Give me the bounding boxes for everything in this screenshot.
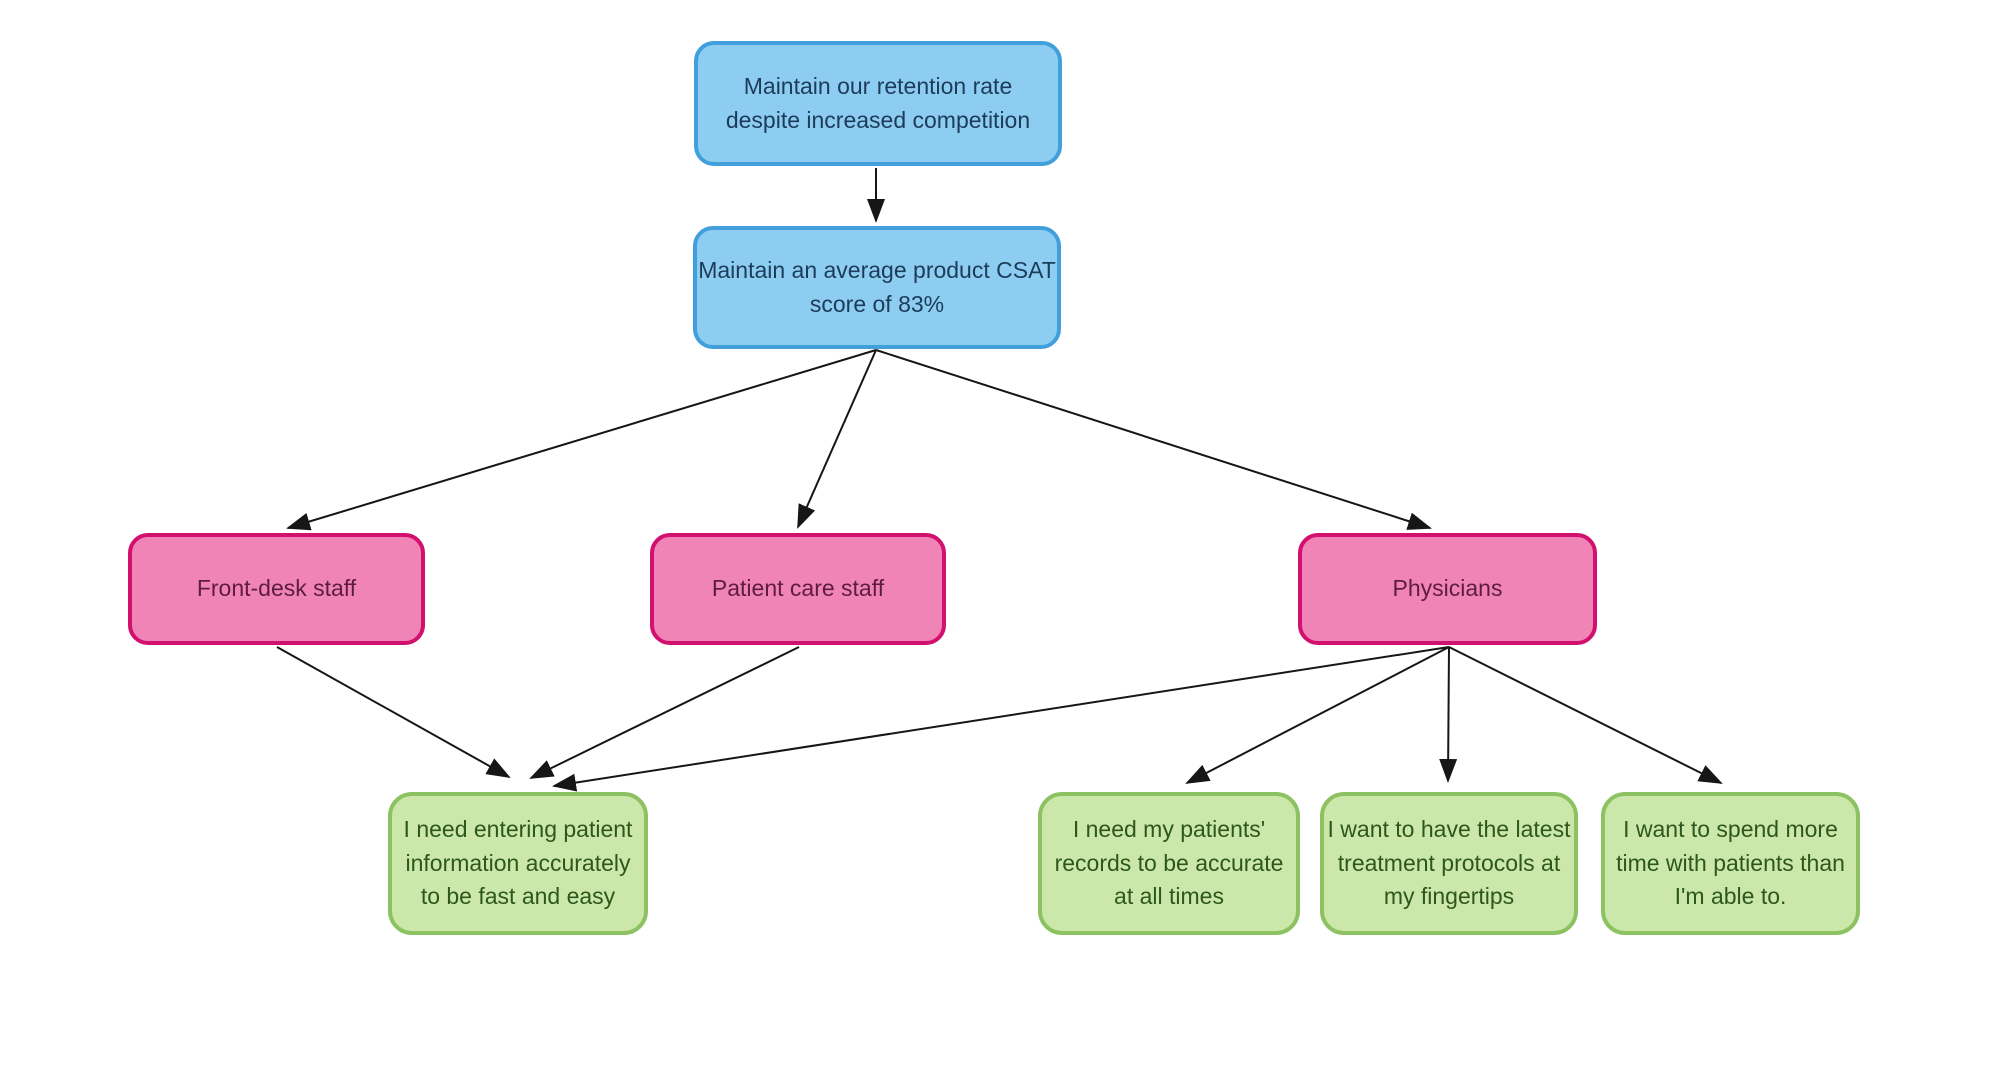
node-patient-care-staff: Patient care staff (650, 533, 946, 645)
node-label: Physicians (1392, 575, 1503, 602)
edge-physicians-to-latest-protocols (1439, 646, 1458, 783)
node-need-latest-protocols: I want to have the latest treatment prot… (1320, 792, 1578, 935)
node-front-desk-staff: Front-desk staff (128, 533, 425, 645)
edge-csat-to-patient-care (797, 349, 877, 529)
node-physicians: Physicians (1298, 533, 1597, 645)
edge-csat-to-front-desk (286, 349, 877, 531)
node-goal-csat: Maintain an average product CSAT score o… (693, 226, 1061, 349)
node-need-more-time: I want to spend more time with patients … (1601, 792, 1860, 935)
node-label: I need entering patient information accu… (403, 816, 633, 910)
node-label: Maintain our retention rate despite incr… (725, 73, 1031, 133)
node-label: Front-desk staff (196, 575, 357, 602)
node-goal-retention: Maintain our retention rate despite incr… (694, 41, 1062, 166)
node-label: I want to have the latest treatment prot… (1327, 816, 1571, 910)
edge-csat-to-physicians (875, 349, 1432, 530)
node-need-accurate-records: I need my patients' records to be accura… (1038, 792, 1300, 935)
node-need-entering-info: I need entering patient information accu… (388, 792, 648, 935)
edge-front-desk-to-entering-info (276, 646, 511, 778)
node-label: I need my patients' records to be accura… (1054, 816, 1284, 910)
edge-physicians-to-more-time (1448, 646, 1723, 784)
edge-physicians-to-accurate-records (1185, 646, 1450, 784)
node-label: Patient care staff (711, 575, 885, 602)
edge-patient-care-to-entering-info (529, 646, 800, 779)
edge-physicians-to-entering-info (552, 646, 1450, 792)
node-label: I want to spend more time with patients … (1616, 816, 1845, 910)
node-label: Maintain an average product CSAT score o… (698, 257, 1056, 317)
